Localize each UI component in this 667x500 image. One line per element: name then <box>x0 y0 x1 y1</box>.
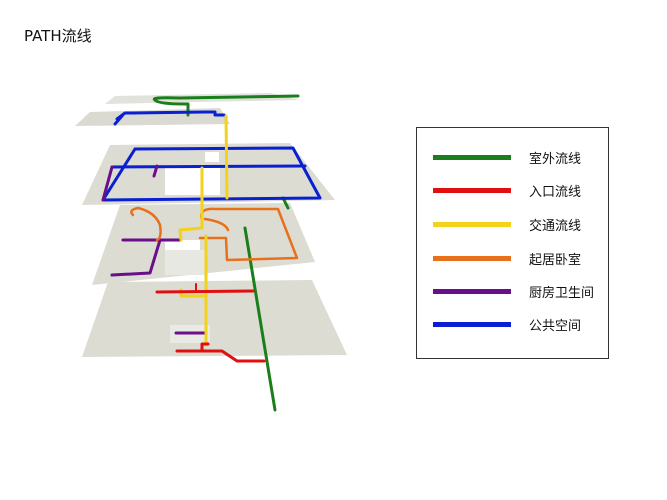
legend-item-circulation: 交通流线 <box>433 214 581 234</box>
path-entrance <box>155 289 255 294</box>
page-title: PATH流线 <box>24 27 92 45</box>
legend-label: 公共空间 <box>529 318 582 334</box>
legend-label: 厨房卫生间 <box>529 285 595 301</box>
legend-swatch-living-bedroom <box>433 255 511 261</box>
path-living-bedroom <box>130 206 162 242</box>
legend-item-kitchen-bath: 厨房卫生间 <box>433 281 594 301</box>
legend-item-entrance: 入口流线 <box>433 180 581 200</box>
legend: 室外流线 入口流线 交通流线 起居卧室 厨房卫生间 公共空间 <box>416 127 609 359</box>
legend-item-public: 公共空间 <box>433 314 581 334</box>
path-public <box>113 110 226 126</box>
legend-swatch-kitchen-bath <box>433 288 511 294</box>
floor-plates <box>75 93 347 357</box>
legend-label: 起居卧室 <box>529 252 582 268</box>
path-circulation <box>224 114 229 200</box>
legend-label: 交通流线 <box>529 218 582 234</box>
floor-plate-2 <box>92 203 315 285</box>
legend-swatch-outdoor <box>433 154 511 160</box>
legend-swatch-circulation <box>433 221 511 227</box>
path-outdoor <box>152 94 300 117</box>
legend-item-outdoor: 室外流线 <box>433 147 581 167</box>
legend-label: 入口流线 <box>529 184 582 200</box>
legend-swatch-public <box>433 321 511 327</box>
legend-swatch-entrance <box>433 187 511 193</box>
path-kitchen-bath <box>101 165 114 202</box>
legend-item-living-bedroom: 起居卧室 <box>433 248 581 268</box>
floor-plate-1 <box>82 280 347 357</box>
legend-label: 室外流线 <box>529 151 582 167</box>
